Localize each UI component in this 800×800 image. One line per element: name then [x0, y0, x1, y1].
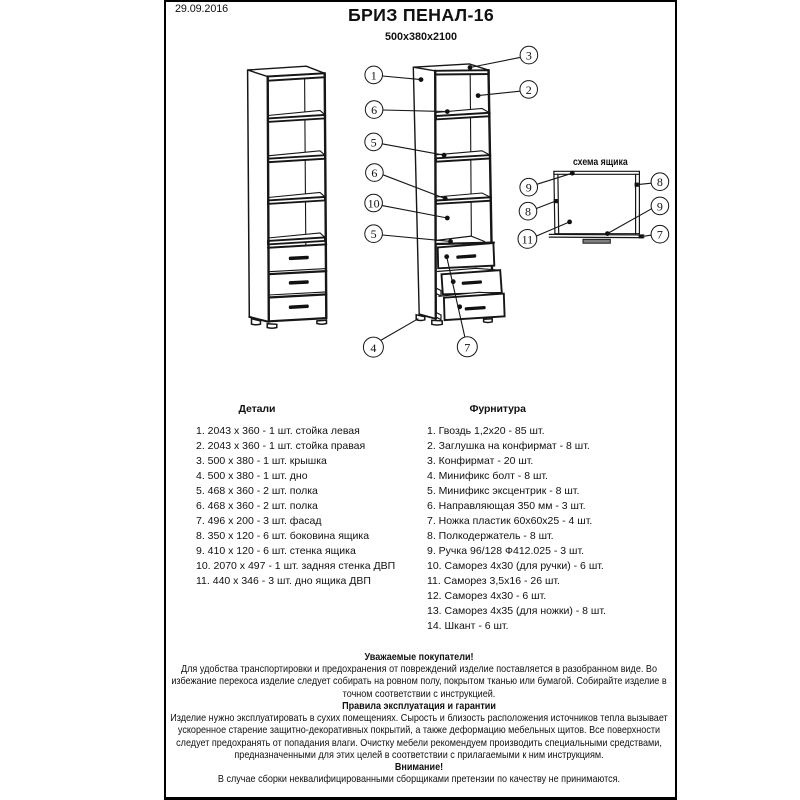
svg-text:схема ящика: схема ящика — [573, 157, 628, 168]
svg-text:6: 6 — [371, 166, 377, 180]
svg-text:10: 10 — [368, 196, 380, 210]
svg-text:5: 5 — [371, 135, 377, 149]
svg-text:11: 11 — [522, 232, 534, 246]
svg-text:7: 7 — [464, 341, 470, 355]
svg-text:7: 7 — [657, 228, 663, 242]
svg-text:5: 5 — [371, 227, 377, 241]
svg-text:4: 4 — [370, 341, 376, 355]
svg-text:8: 8 — [657, 175, 663, 189]
svg-text:2: 2 — [526, 83, 532, 97]
svg-text:1: 1 — [371, 68, 377, 82]
svg-text:9: 9 — [526, 181, 532, 195]
svg-text:9: 9 — [657, 199, 663, 213]
svg-text:8: 8 — [525, 205, 531, 219]
svg-text:6: 6 — [371, 103, 377, 117]
svg-text:3: 3 — [526, 49, 532, 63]
